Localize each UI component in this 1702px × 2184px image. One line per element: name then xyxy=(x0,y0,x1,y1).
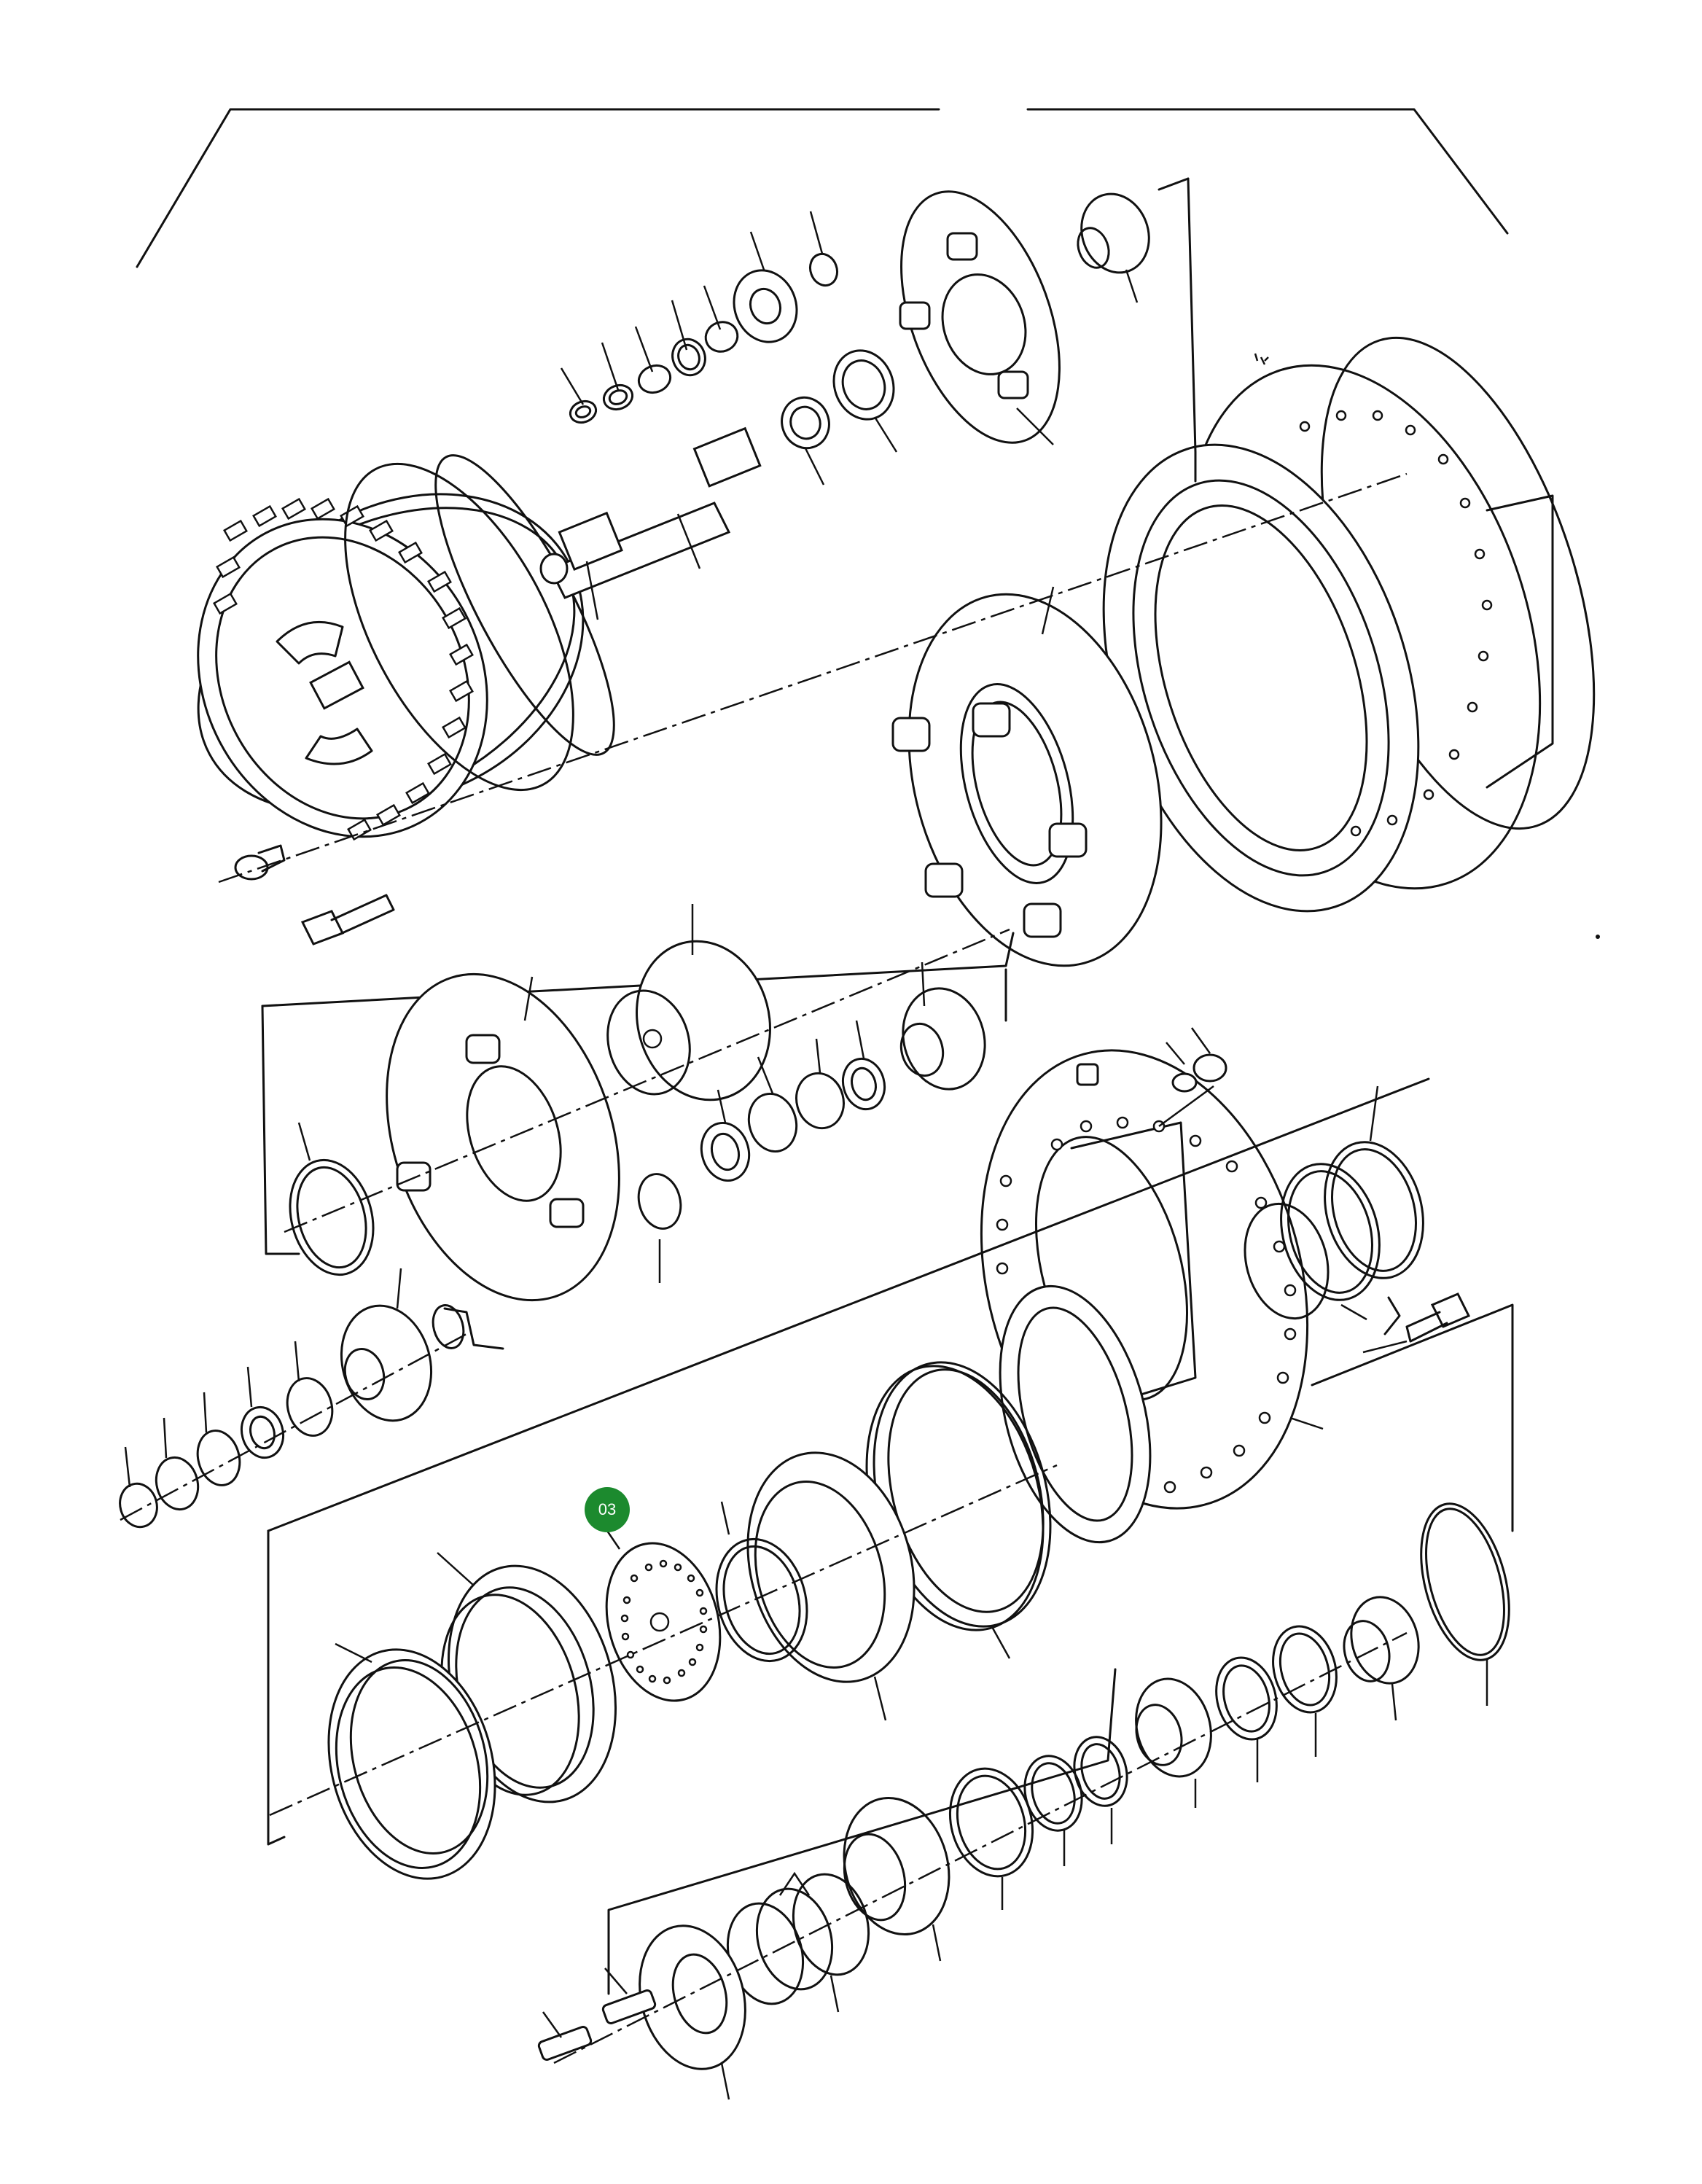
callout-badge-03[interactable]: 03 xyxy=(585,1487,630,1532)
middle-assembly-axis xyxy=(284,928,1010,1233)
thrust-washer-part-03 xyxy=(605,1530,722,1702)
ring-gear-housing xyxy=(1102,336,1596,913)
drum-bolt xyxy=(300,894,395,945)
upper-planet-carrier xyxy=(899,190,1150,445)
drum-teeth xyxy=(213,497,474,841)
hub-hardware xyxy=(1076,1027,1471,1354)
wheel-hub xyxy=(980,1049,1324,1544)
lower-group-frame xyxy=(267,1077,1514,1846)
lower-assembly-axis xyxy=(269,1464,1058,1817)
sun-shaft xyxy=(539,426,762,620)
lower-left-parts xyxy=(119,1268,504,1529)
brake-drum-assembly xyxy=(197,454,615,841)
housing-bolt-holes xyxy=(1299,410,1493,837)
upper-small-parts xyxy=(560,211,898,485)
clutch-parts xyxy=(537,1596,1420,2100)
hub-bolt-holes xyxy=(996,1116,1297,1494)
o-ring-right xyxy=(1420,1502,1510,1706)
stray-dot xyxy=(1596,935,1600,939)
hub-bearings xyxy=(715,1361,1052,1721)
front-bearing-seal xyxy=(327,1552,617,1880)
drum-plug xyxy=(234,844,286,881)
middle-row-parts xyxy=(289,904,986,1302)
middle-planet-carrier xyxy=(891,586,1163,967)
upper-assembly-axis xyxy=(218,472,1408,884)
washer-holes xyxy=(620,1559,708,1685)
top-frame xyxy=(136,108,1509,268)
seal-rings-right xyxy=(1244,1085,1424,1335)
